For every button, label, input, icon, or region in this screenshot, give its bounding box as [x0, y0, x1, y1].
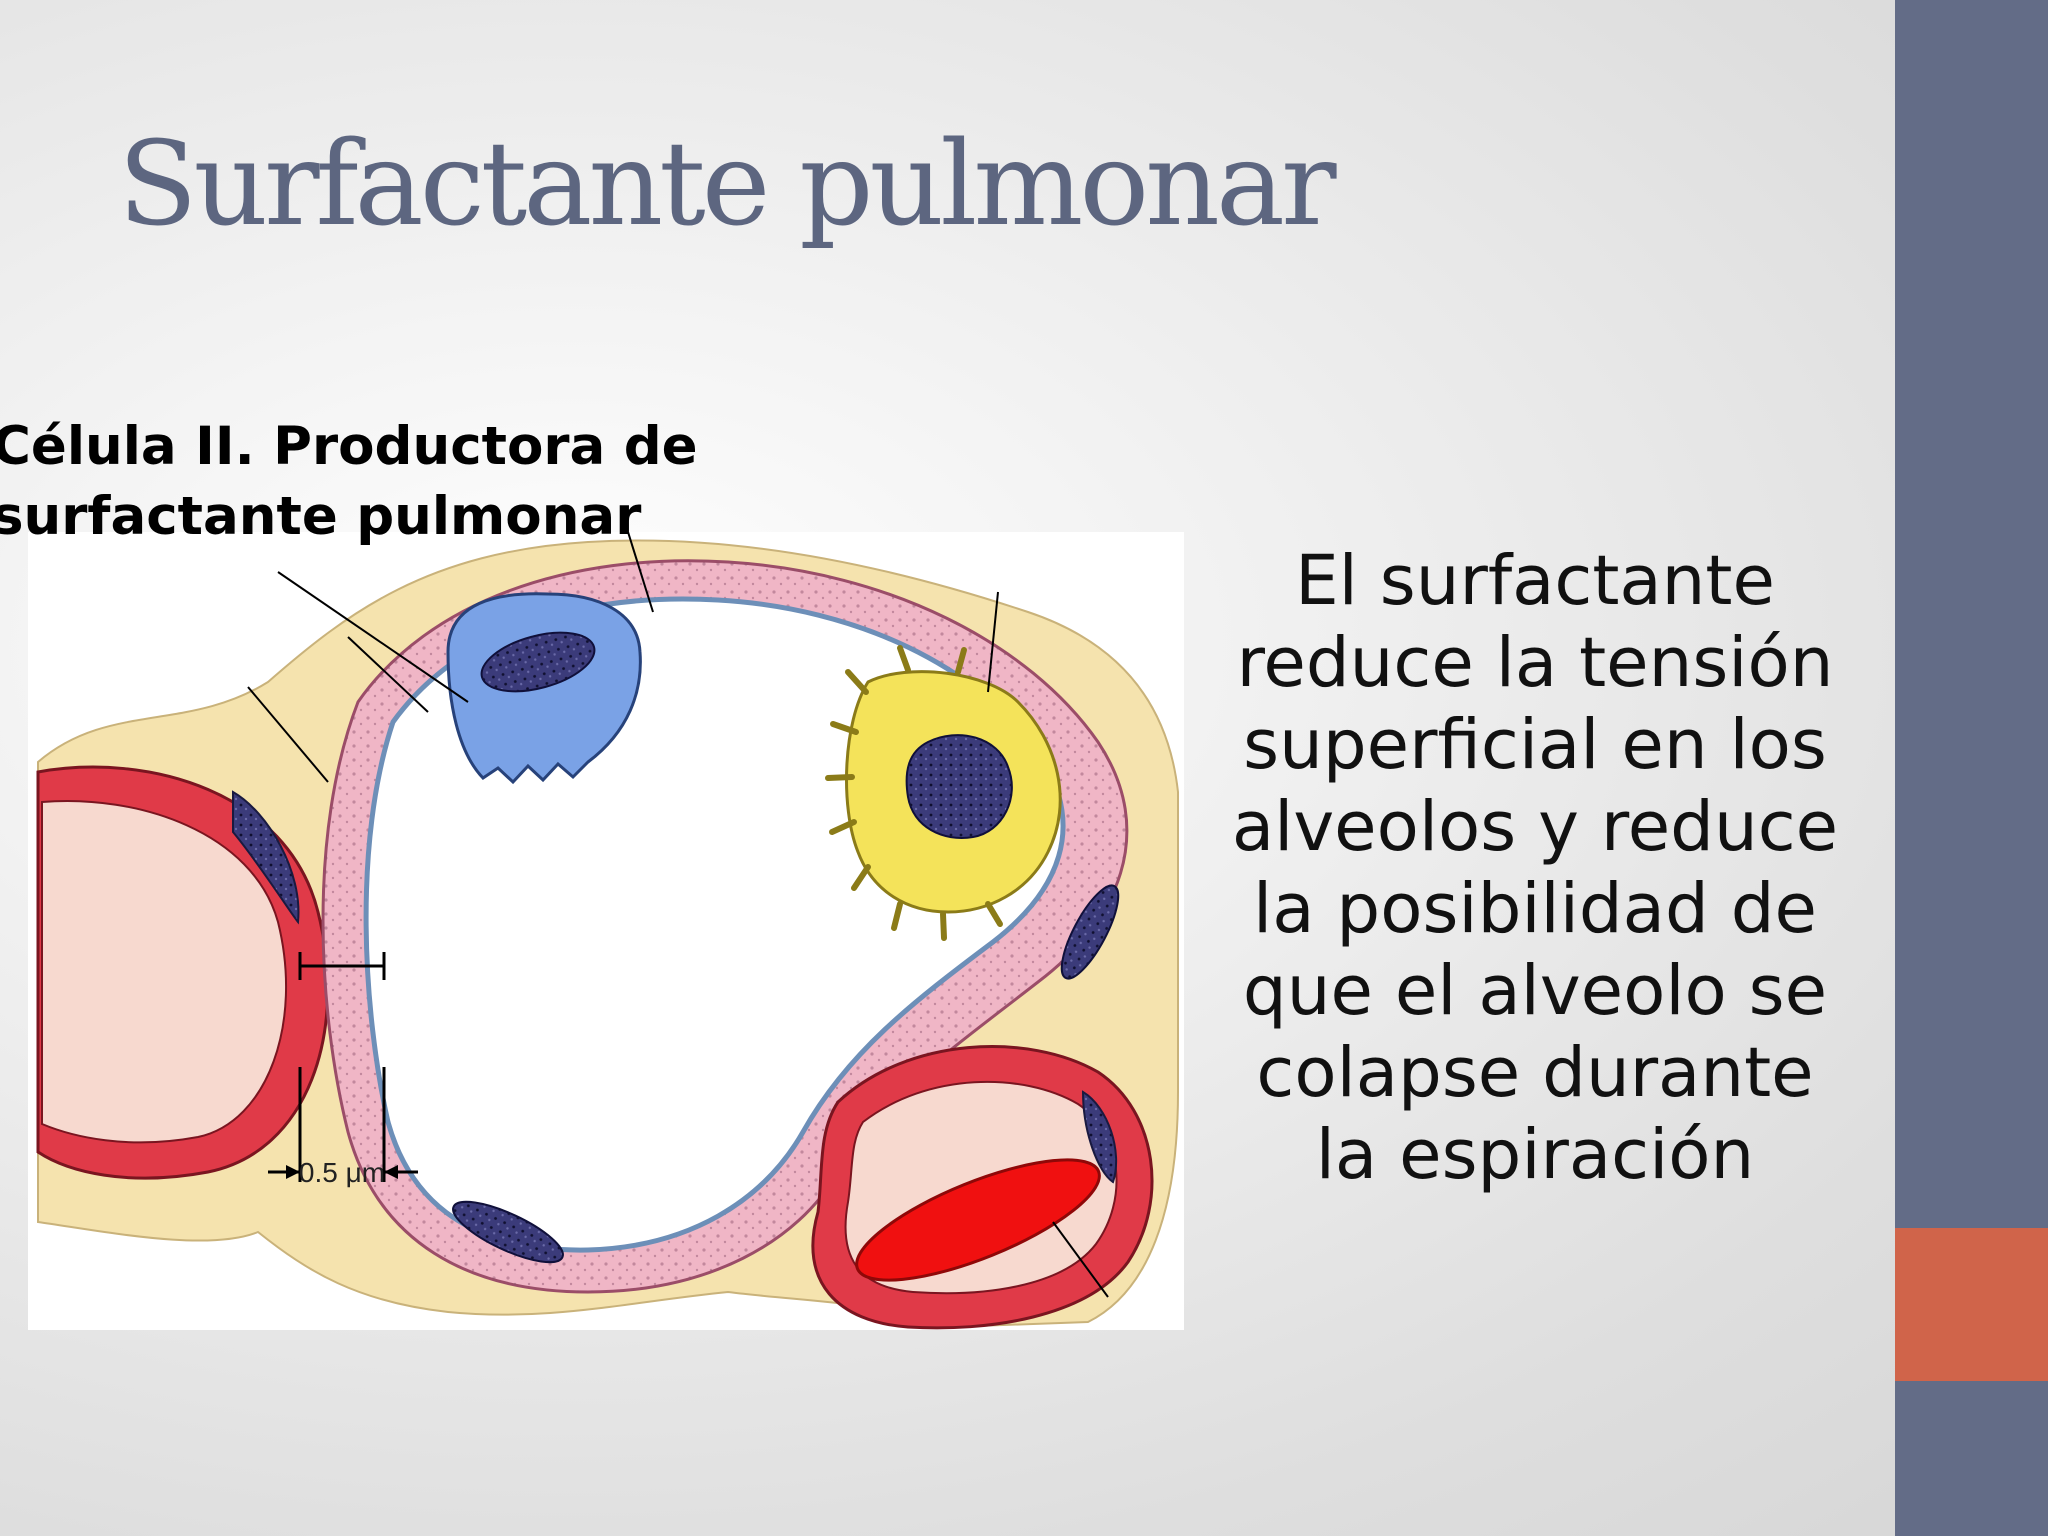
- alveolus-illustration: 0.5 μm: [36, 532, 1179, 1330]
- endothelial-nucleus: [452, 1200, 564, 1264]
- body-line-6: que el alveolo se: [1242, 951, 1828, 1031]
- body-line-5: la posibilidad de: [1253, 869, 1817, 949]
- body-line-4: alveolos y reduce: [1231, 787, 1839, 867]
- scale-arrow-left: [286, 1165, 300, 1179]
- slide-title: Surfactante pulmonar: [118, 117, 1337, 252]
- left-capillary-nucleus: [232, 790, 300, 925]
- type-ii-cell-microvilli: [825, 645, 1003, 941]
- body-line-1: El surfactante: [1295, 541, 1775, 621]
- endothelial-nucleus: [1060, 884, 1120, 980]
- type-ii-cell-nucleus: [905, 734, 1013, 839]
- erythrocyte: [855, 1158, 1101, 1282]
- lower-capillary-nucleus: [1081, 1090, 1118, 1184]
- scale-label: 0.5 μm: [299, 1157, 385, 1188]
- sidebar-accent-block: [1895, 1228, 2048, 1381]
- figure-caption: Célula II. Productora de surfactante pul…: [0, 412, 792, 552]
- caption-line-2: surfactante pulmonar: [0, 486, 642, 547]
- macrophage-nucleus: [480, 631, 596, 693]
- body-text: El surfactante reduce la tensión superfi…: [1220, 540, 1850, 1196]
- body-line-8: la espiración: [1315, 1115, 1755, 1195]
- label-leader-lines: [247, 532, 1109, 1298]
- scale-arrow-right: [384, 1165, 398, 1179]
- body-line-3: superficial en los: [1243, 705, 1827, 785]
- body-line-2: reduce la tensión: [1236, 623, 1834, 703]
- left-capillary-lumen: [41, 800, 288, 1144]
- alveolus-diagram: 0.5 μm: [28, 532, 1184, 1330]
- caption-line-1: Célula II. Productora de: [0, 416, 698, 477]
- body-line-7: colapse durante: [1256, 1033, 1814, 1113]
